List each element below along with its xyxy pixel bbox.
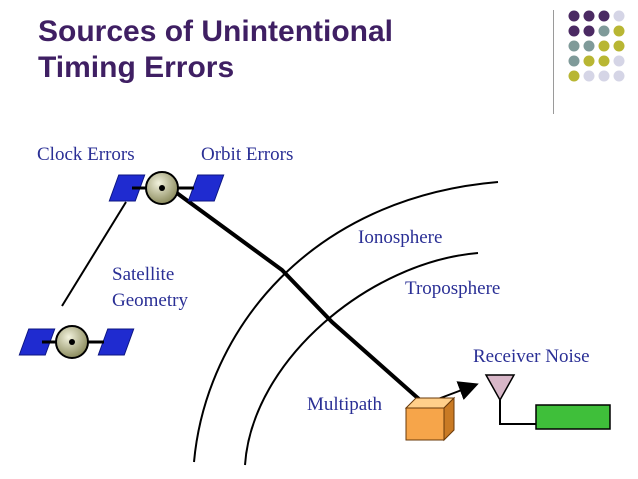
decor-dot	[568, 25, 580, 37]
decor-dot	[598, 55, 610, 67]
decor-dot	[583, 25, 595, 37]
decor-dot	[583, 10, 595, 22]
slide-title-line-2: Timing Errors	[38, 51, 235, 84]
decor-dot	[568, 55, 580, 67]
decor-dot	[613, 25, 625, 37]
satellite-upper	[108, 171, 225, 205]
decor-dot	[598, 70, 610, 82]
decor-dot	[613, 55, 625, 67]
title-divider	[553, 10, 554, 114]
label-satellite-geometry-line-1: Satellite	[112, 264, 174, 285]
label-multipath: Multipath	[307, 394, 382, 415]
troposphere-arc	[244, 252, 479, 466]
receiver-noise-bar	[535, 404, 611, 430]
decor-dot	[583, 55, 595, 67]
decor-dot	[583, 40, 595, 52]
decor-dot	[613, 40, 625, 52]
label-troposphere: Troposphere	[405, 278, 500, 299]
satellite-geometry-line	[61, 201, 127, 307]
decorative-dot-grid	[568, 10, 625, 82]
label-orbit-errors: Orbit Errors	[201, 144, 293, 165]
decor-dot	[568, 40, 580, 52]
label-ionosphere: Ionosphere	[358, 227, 442, 248]
slide-title-line-1: Sources of Unintentional	[38, 15, 394, 48]
antenna-icon	[484, 374, 536, 425]
decor-dot	[568, 10, 580, 22]
receiver-box	[404, 396, 456, 442]
label-receiver-noise: Receiver Noise	[473, 346, 590, 367]
decor-dot	[568, 70, 580, 82]
ionosphere-arc	[193, 181, 499, 463]
decor-dot	[598, 10, 610, 22]
decor-dot	[598, 40, 610, 52]
slide-title: Sources of Unintentional Timing Errors	[38, 14, 393, 86]
signal-path	[168, 186, 422, 402]
satellite-lower	[18, 325, 135, 359]
decor-dot	[598, 25, 610, 37]
label-clock-errors: Clock Errors	[37, 144, 135, 165]
label-satellite-geometry-line-2: Geometry	[112, 290, 188, 311]
decor-dot	[613, 10, 625, 22]
decor-dot	[613, 70, 625, 82]
decor-dot	[583, 70, 595, 82]
